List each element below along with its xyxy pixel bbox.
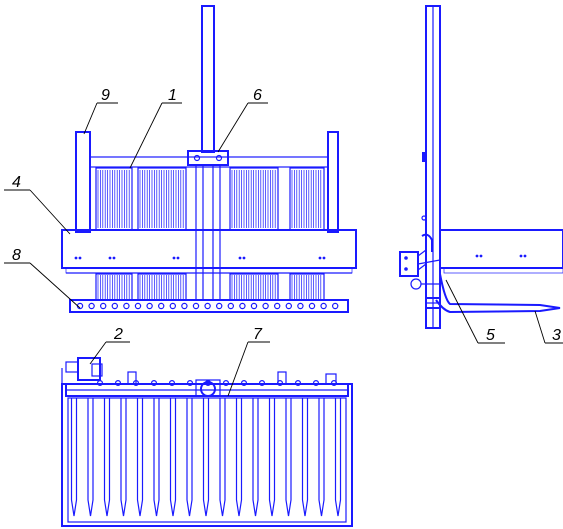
callout-labels: 9 1 6 4 8 2 7 5 3: [12, 87, 561, 344]
side-hook: [410, 278, 422, 290]
front-central-post: [201, 5, 215, 153]
callout-6: 6: [253, 87, 262, 104]
top-tines: [70, 398, 342, 517]
front-post-bracket: [187, 150, 229, 166]
callout-3: 3: [552, 327, 561, 344]
front-bracket-bolt: [193, 154, 201, 162]
callout-4: 4: [12, 174, 21, 191]
callout-9: 9: [101, 87, 110, 104]
front-beam-bolts: [74, 256, 326, 260]
front-bracket-bolt: [215, 154, 223, 162]
front-bottom-bar-holes: [76, 302, 339, 310]
front-bottom-bar: [69, 299, 349, 313]
top-left-bracket: [77, 357, 101, 381]
callout-2: 2: [113, 326, 123, 343]
side-tine: [435, 273, 561, 314]
front-right-post: [327, 131, 339, 233]
callout-5: 5: [486, 327, 495, 344]
front-tine-blocks: [95, 167, 325, 231]
side-hitch-plate: [399, 251, 419, 277]
callout-1: 1: [168, 87, 177, 104]
front-lower-tine-blocks: [95, 273, 325, 301]
top-view: [61, 357, 353, 527]
callout-8: 8: [12, 247, 21, 264]
side-beam: [439, 229, 563, 269]
front-view: [61, 5, 357, 313]
callout-leaders: [4, 102, 563, 397]
front-left-post: [75, 131, 91, 233]
front-top-frame: [89, 156, 329, 168]
callout-7: 7: [253, 326, 263, 343]
top-beam-bolts: [96, 380, 338, 387]
front-main-beam: [61, 229, 357, 269]
side-view: [399, 5, 563, 329]
